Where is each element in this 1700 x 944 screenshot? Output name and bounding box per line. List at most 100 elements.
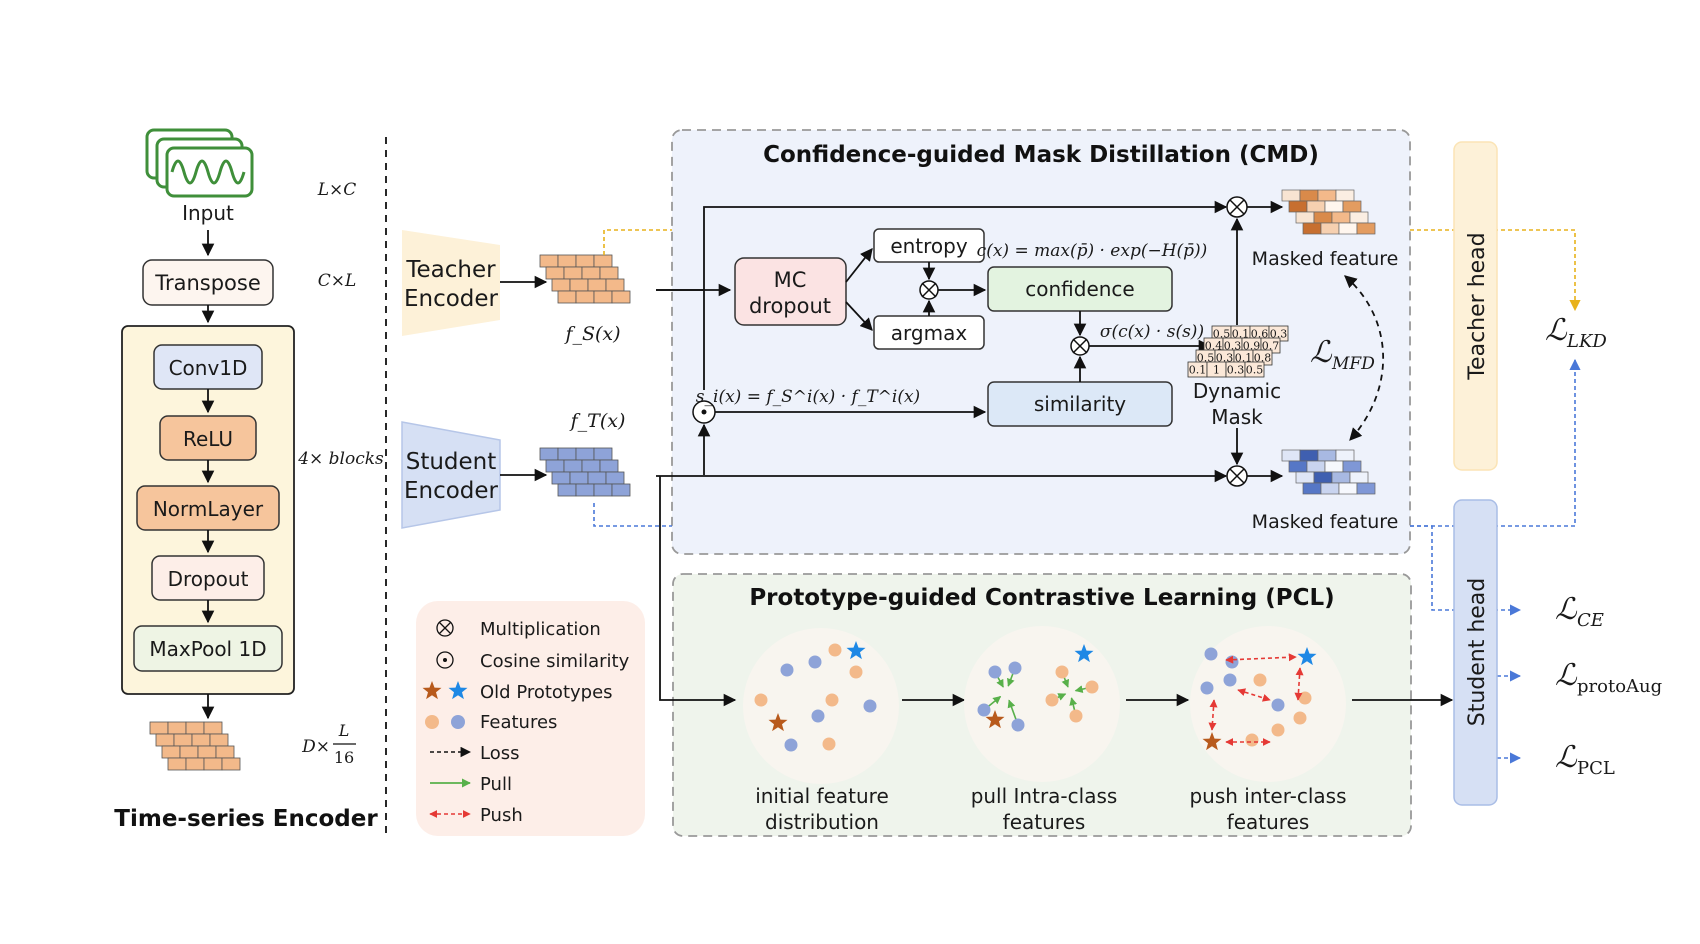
masked-feature-cell <box>1288 460 1308 473</box>
masked-feature-cell <box>1349 211 1369 224</box>
maxpool-label: MaxPool 1D <box>149 637 266 661</box>
mfd-loss-arrow <box>1344 275 1384 441</box>
feature-point <box>1223 673 1237 687</box>
masked-feature-cell <box>1324 200 1344 213</box>
feature-brick <box>611 290 631 304</box>
cosine-icon <box>436 651 454 669</box>
feature-brick <box>593 483 613 497</box>
feature-brick <box>161 745 181 759</box>
feature-point <box>1008 661 1022 675</box>
masked-feature-student <box>1281 449 1376 495</box>
student-feature-ft <box>539 447 631 497</box>
mask-value: 0.5 <box>1246 364 1264 377</box>
feature-point <box>754 693 768 707</box>
student-head-label: Student head <box>1465 578 1490 727</box>
legend: Multiplication Cosine similarity Old Pro… <box>422 619 630 826</box>
feature-brick <box>569 471 589 485</box>
student-encoder-line2: Encoder <box>404 478 499 504</box>
masked-feature-cell <box>1299 189 1319 202</box>
mask-value: 0.3 <box>1227 364 1245 377</box>
feature-brick <box>599 459 619 473</box>
teacher-encoder-line1: Teacher <box>405 257 496 283</box>
mask-value: 0.1 <box>1232 328 1250 341</box>
teacher-head-label: Teacher head <box>1465 232 1490 380</box>
feature-brick <box>173 733 193 747</box>
feature-brick <box>557 447 577 461</box>
masked-feature-bottom-label: Masked feature <box>1252 511 1399 533</box>
confidence-label: confidence <box>1025 277 1134 301</box>
legend-cosine: Cosine similarity <box>480 651 630 672</box>
masked-feature-cell <box>1313 211 1333 224</box>
l-mfd-sub: MFD <box>1331 354 1375 374</box>
teacher-encoder-line2: Encoder <box>404 286 499 312</box>
stage2-line1: pull Intra-class <box>971 784 1118 808</box>
feature-brick <box>191 733 211 747</box>
feature-brick <box>557 254 577 268</box>
fs-label: f_S(x) <box>563 323 620 345</box>
stage1-line2: distribution <box>765 810 879 834</box>
student-head <box>1453 499 1498 806</box>
feature-point <box>1293 711 1307 725</box>
masked-feature-cell <box>1335 449 1355 462</box>
feature-brick <box>167 721 187 735</box>
feature-brick <box>563 266 583 280</box>
dim-out-num: L <box>338 721 350 740</box>
mask-value: 0.1 <box>1235 352 1253 365</box>
feature-point <box>1298 691 1312 705</box>
feature-point <box>1011 718 1025 732</box>
mask-value: 0.7 <box>1262 340 1280 353</box>
feature-brick <box>569 278 589 292</box>
feature-point <box>1045 693 1059 707</box>
prototype-star <box>1202 732 1222 751</box>
masked-feature-cell <box>1302 222 1322 235</box>
masked-feature-cell <box>1342 200 1362 213</box>
feature-point <box>825 693 839 707</box>
feature-point <box>1271 723 1285 737</box>
feature-point <box>849 665 863 679</box>
old-prototype-star-icon <box>448 681 468 700</box>
feature-brick <box>203 757 223 771</box>
dim-out-den: 16 <box>334 748 354 767</box>
feature-brick <box>605 278 625 292</box>
feature-point <box>811 709 825 723</box>
multiply-icon <box>436 619 454 637</box>
l-lkd-sub: LKD <box>1566 331 1607 352</box>
l-protoaug-sub: protoAug <box>1577 676 1662 697</box>
prototype-star <box>985 710 1005 729</box>
masked-feature-cell <box>1317 449 1337 462</box>
time-series-encoder: Input Transpose Conv1D ReLU NormLayer Dr… <box>114 128 384 832</box>
stage3-line2: features <box>1227 810 1310 834</box>
masked-feature-cell <box>1324 460 1344 473</box>
masked-feature-cell <box>1338 482 1358 495</box>
masked-feature-cell <box>1320 482 1340 495</box>
prototype-star <box>846 641 866 660</box>
cmd-title: Confidence-guided Mask Distillation (CMD… <box>763 142 1319 168</box>
masked-feature-cell <box>1317 189 1337 202</box>
feature-brick <box>185 757 205 771</box>
feature-brick <box>539 447 559 461</box>
feature-brick <box>575 483 595 497</box>
feature-brick <box>587 278 607 292</box>
legend-panel <box>416 601 645 836</box>
feature-dot-icon <box>425 715 439 729</box>
confidence-formula: c(x) = max(p̄) · exp(−H(p̄)) <box>977 241 1208 261</box>
stage3-line1: push inter-class <box>1189 784 1346 808</box>
masked-feature-cell <box>1299 449 1319 462</box>
l-ce-symbol: ℒ <box>1555 592 1578 627</box>
l-pcl-symbol: ℒ <box>1555 740 1578 775</box>
mask-value: 0.8 <box>1254 352 1272 365</box>
legend-loss: Loss <box>480 743 519 764</box>
feature-brick <box>593 447 613 461</box>
l-protoaug-symbol: ℒ <box>1555 658 1578 693</box>
feature-point <box>1204 647 1218 661</box>
masked-feature-cell <box>1306 460 1326 473</box>
masked-feature-cell <box>1306 200 1326 213</box>
mask-value: 0.4 <box>1205 340 1223 353</box>
l-lkd-symbol: ℒ <box>1545 313 1568 348</box>
masked-feature-cell <box>1331 471 1351 484</box>
mask-value: 1 <box>1213 364 1220 377</box>
feature-point <box>1200 681 1214 695</box>
l-pcl-sub: PCL <box>1577 758 1615 779</box>
mask-value: 0.3 <box>1216 352 1234 365</box>
